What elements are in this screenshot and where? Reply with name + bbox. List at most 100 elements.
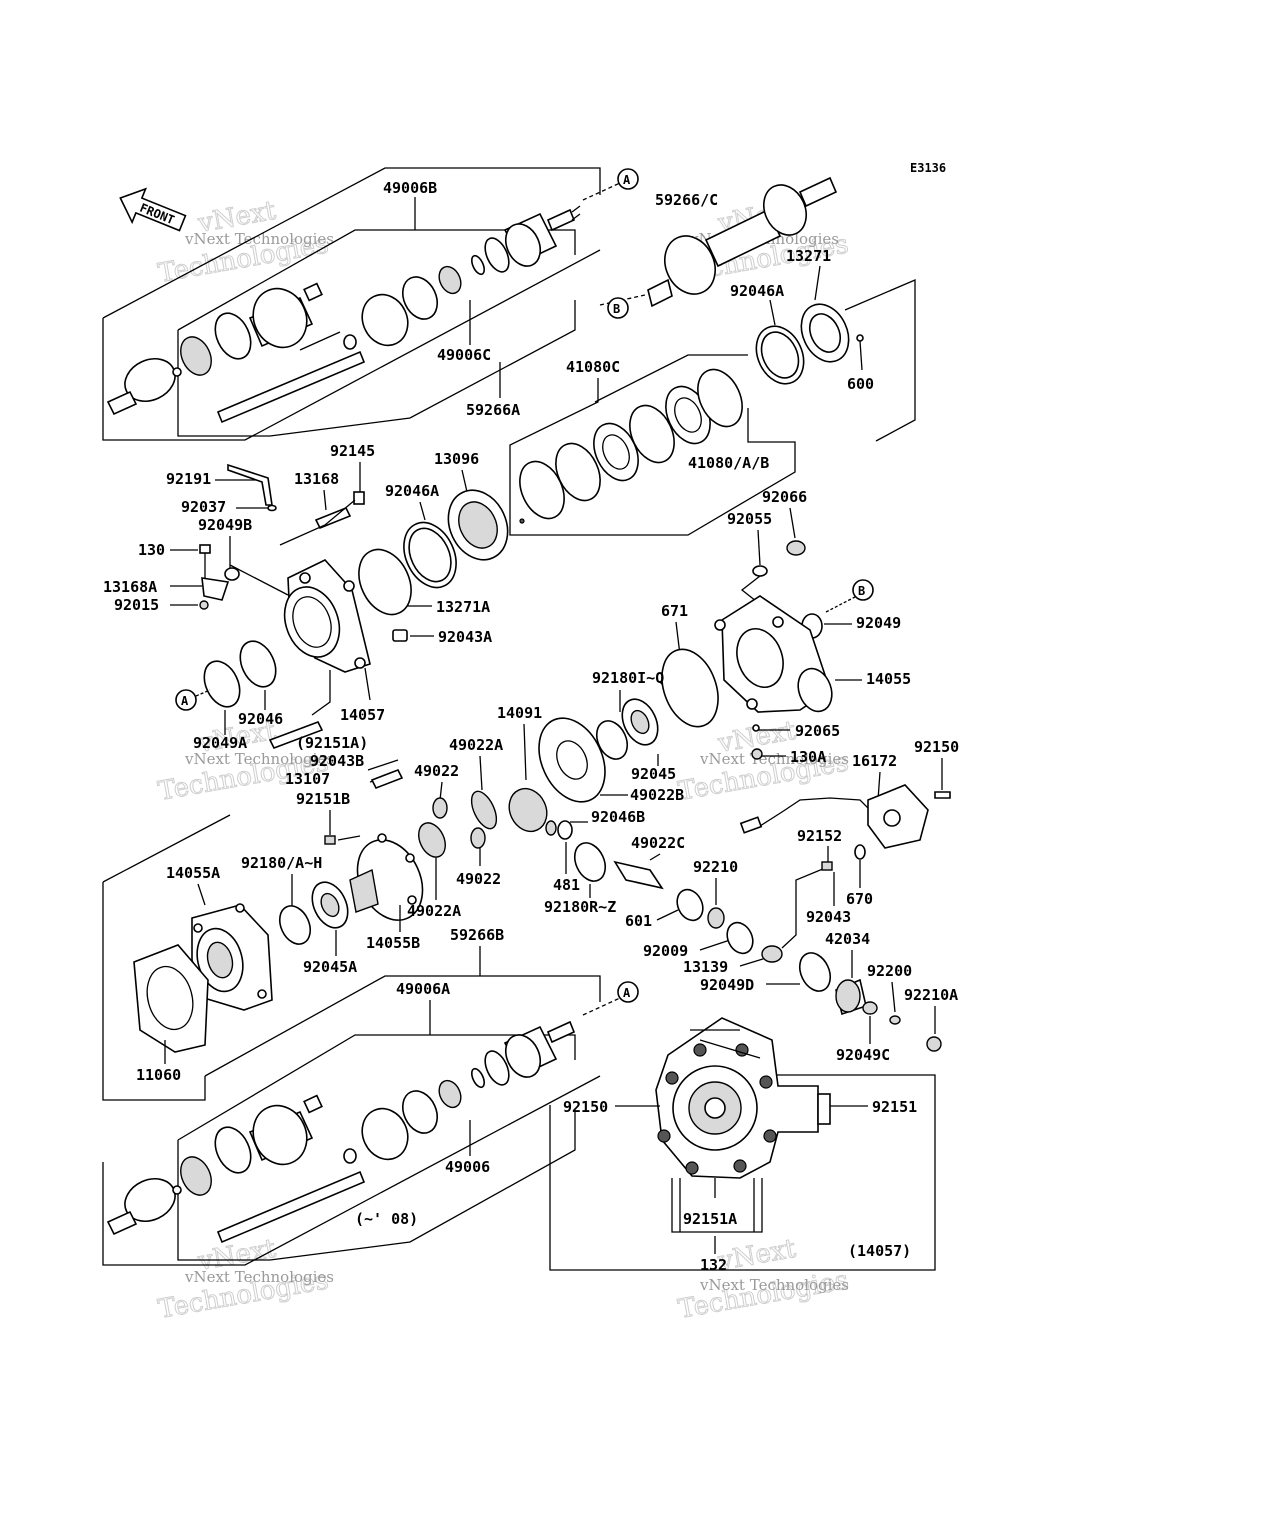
part-number-label: 41080/A/B [688,454,769,472]
part-number-label: 92046A [730,282,784,300]
callout-letter: B [613,302,620,316]
callout-letter: A [623,986,631,1000]
part-number-label: 49022 [456,870,501,888]
callout-letter: A [181,694,189,708]
part-number-label: 92049A [193,734,247,752]
watermark-small: vNext Technologies [184,750,334,768]
pinion-side: 42034 92049D 92200 92049C 92210A [700,930,958,1064]
diagram-code: E3136 [910,161,946,175]
part-number-label: 49022A [407,902,461,920]
part-number-label: 59266/C [655,191,718,209]
part-number-label: 59266B [450,926,504,944]
part-number-label: 41080C [566,358,620,376]
part-number-label: 14091 [497,704,542,722]
part-number-label: 49006A [396,980,450,998]
part-number-label: 130A [790,748,826,766]
differential-internals: 92180I~Q 14091 49022A 49022 92045 49022B… [414,669,851,976]
part-number-label: 92150 [563,1098,608,1116]
watermark-big: Technologies [676,1265,851,1324]
callout-b [607,297,629,319]
part-number-label: 49022C [631,834,685,852]
part-number-label: 13139 [683,958,728,976]
part-number-label: 92145 [330,442,375,460]
part-number-label: 13107 [285,770,330,788]
part-number-label: 14055B [366,934,420,952]
part-number-label: 92065 [795,722,840,740]
part-number-label: 92049B [198,516,252,534]
part-number-label: 14055A [166,864,220,882]
part-number-label: 49022 [414,762,459,780]
sensor-assembly: 92150 16172 670 [739,738,959,908]
callout-letter: B [858,584,865,598]
part-number-label: 13096 [434,450,479,468]
part-number-label: 92045A [303,958,357,976]
part-number-label: (14057) [848,1242,911,1260]
part-number-label: 92015 [114,596,159,614]
part-number-label: 49022A [449,736,503,754]
part-number-label: 13168A [103,578,157,596]
part-number-label: 42034 [825,930,870,948]
part-number-label: (~' 08) [355,1210,418,1228]
part-number-label: 600 [847,375,874,393]
part-number-label: 92151 [872,1098,917,1116]
part-number-label: 92210 [693,858,738,876]
part-number-label: 92045 [631,765,676,783]
part-number-label: 92043A [438,628,492,646]
part-number-label: 92046B [591,808,645,826]
top-right-shaft: B 59266/C 13271 92046A 600 [599,176,916,442]
part-number-label: 49006 [445,1158,490,1176]
assembled-housing-view: 92150 92151 92151A 132 (14057) [549,1017,936,1274]
clutch-plate-stack: 41080C 41080/A/B [509,354,796,536]
part-number-label: 49006C [437,346,491,364]
part-number-label: 92152 [797,827,842,845]
part-number-label: 13271 [786,247,831,265]
rear-housing-cluster: 92066 92055 B 92049 671 14055 92065 130A [661,488,911,766]
part-number-label: 92151A [683,1210,737,1228]
part-number-label: 92066 [762,488,807,506]
part-number-label: 59266A [466,401,520,419]
part-number-label: 92180I~Q [592,669,664,687]
part-number-label: 16172 [852,752,897,770]
part-number-label: 601 [625,912,652,930]
part-number-label: 130 [138,541,165,559]
part-number-label: 92043B [310,752,364,770]
watermark-small: vNext Technologies [699,750,849,768]
callout-b [852,579,874,601]
part-number-label: 670 [846,890,873,908]
bottom-shaft-assembly: 59266B 49006A A 49006 (~' 08) [102,926,639,1266]
part-number-label: 92180/A~H [241,854,322,872]
part-number-label: 49022B [630,786,684,804]
callout-a [617,168,639,190]
part-number-label: 481 [553,876,580,894]
part-number-label: 92037 [181,498,226,516]
front-housing-cluster: 92145 13096 92191 13168 92046A 92037 920… [103,442,509,752]
part-number-label: 92046A [385,482,439,500]
differential-case: 92151B 92043B 13107 49022 49022A 14055B … [102,752,501,1101]
watermark-small: vNext Technologies [699,1276,849,1294]
callout-a [175,689,197,711]
part-number-label: 92210A [904,986,958,1004]
part-number-label: 92191 [166,470,211,488]
part-number-label: 92009 [643,942,688,960]
part-number-label: 92046 [238,710,283,728]
callout-a [617,981,639,1003]
top-shaft-assembly: A 49006B 49006C 59266A [102,167,639,441]
part-number-label: (92151A) [296,734,368,752]
part-number-label: 92055 [727,510,772,528]
part-number-label: 92049 [856,614,901,632]
part-number-label: 14055 [866,670,911,688]
part-number-label: 13168 [294,470,339,488]
part-number-label: 11060 [136,1066,181,1084]
part-number-label: 671 [661,602,688,620]
callout-letter: A [623,173,631,187]
part-number-label: 92200 [867,962,912,980]
part-number-label: 92043 [806,908,851,926]
part-number-label: 14057 [340,706,385,724]
front-arrow-icon: FRONT [119,187,187,232]
part-number-label: 132 [700,1256,727,1274]
part-number-label: 92150 [914,738,959,756]
watermark-small: vNext Technologies [184,1268,334,1286]
watermark-small: vNext Technologies [184,230,334,248]
part-number-label: 49006B [383,179,437,197]
part-number-label: 13271A [436,598,490,616]
